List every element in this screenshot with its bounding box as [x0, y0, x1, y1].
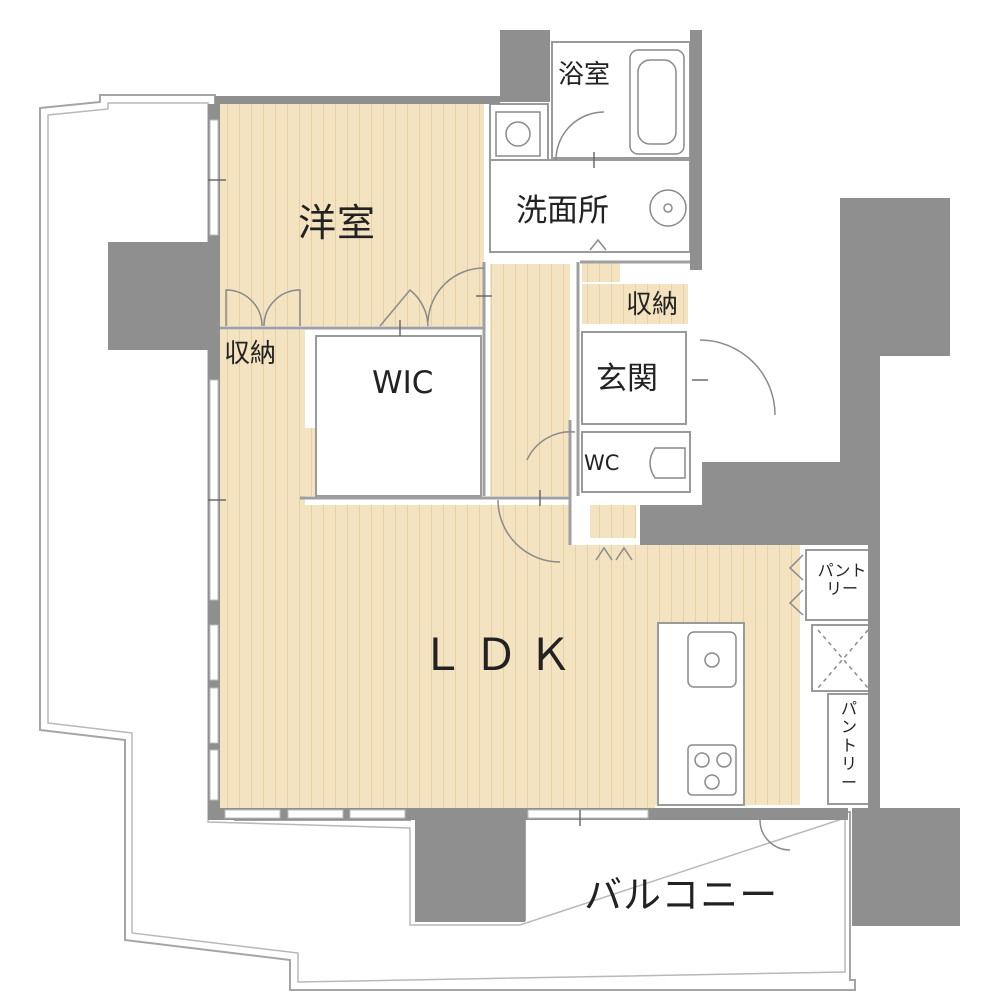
washroom-room	[489, 159, 691, 253]
bath-room	[551, 41, 691, 159]
storage-right-floor	[582, 284, 688, 324]
wc-room	[581, 431, 691, 493]
wc-label: WC	[584, 451, 620, 475]
toilet-icon	[649, 447, 686, 479]
walls	[108, 30, 960, 926]
wic-label: WIC	[372, 365, 434, 401]
pantry-mid-room	[811, 624, 873, 692]
sink-icon	[649, 189, 687, 227]
pillar-right-bottom	[852, 808, 960, 926]
storage-left-label: 収納	[224, 339, 277, 369]
white-rooms	[315, 41, 875, 806]
left-windows	[209, 119, 649, 819]
kitchen-counter	[657, 622, 745, 806]
washer-icon	[495, 111, 541, 157]
storage-small-floor	[582, 262, 620, 282]
pantry-top-label: パントリー	[817, 561, 867, 599]
pillar-top	[500, 30, 550, 102]
pillar-balcony	[415, 812, 525, 922]
hallway-floor	[490, 264, 570, 496]
partitions	[220, 260, 690, 545]
ldk-label: ＬＤＫ	[420, 630, 582, 681]
bathtub-icon	[629, 49, 685, 155]
pantry-bottom-room	[827, 693, 873, 805]
entrance-label: 玄関	[596, 361, 658, 397]
stove-icon	[687, 744, 737, 796]
kitchen-sink-icon	[687, 631, 737, 688]
pantry-bottom-label: パントリー	[840, 699, 857, 792]
pillar-left	[108, 242, 218, 350]
washroom-label: 洗面所	[516, 193, 609, 229]
balcony-label: バルコニー	[584, 873, 779, 917]
pantry-top-room	[805, 549, 875, 621]
wall-top	[215, 96, 500, 104]
pillar-right-top	[840, 198, 950, 356]
terrace-outline-inner	[47, 102, 846, 983]
fixtures	[495, 49, 869, 796]
wall-right	[640, 262, 880, 812]
bathroom-label: 浴室	[558, 60, 611, 90]
entrance-room	[581, 331, 687, 425]
doors	[225, 111, 804, 851]
tick-marks	[208, 152, 708, 826]
laundry-room	[489, 103, 549, 161]
storage-left-floor	[220, 330, 305, 378]
hall-nook-floor	[590, 505, 636, 538]
wic-room	[315, 335, 482, 497]
storage-right-label: 収納	[626, 290, 679, 320]
western-room-label: 洋室	[298, 201, 377, 245]
wall-top-right	[690, 30, 702, 270]
